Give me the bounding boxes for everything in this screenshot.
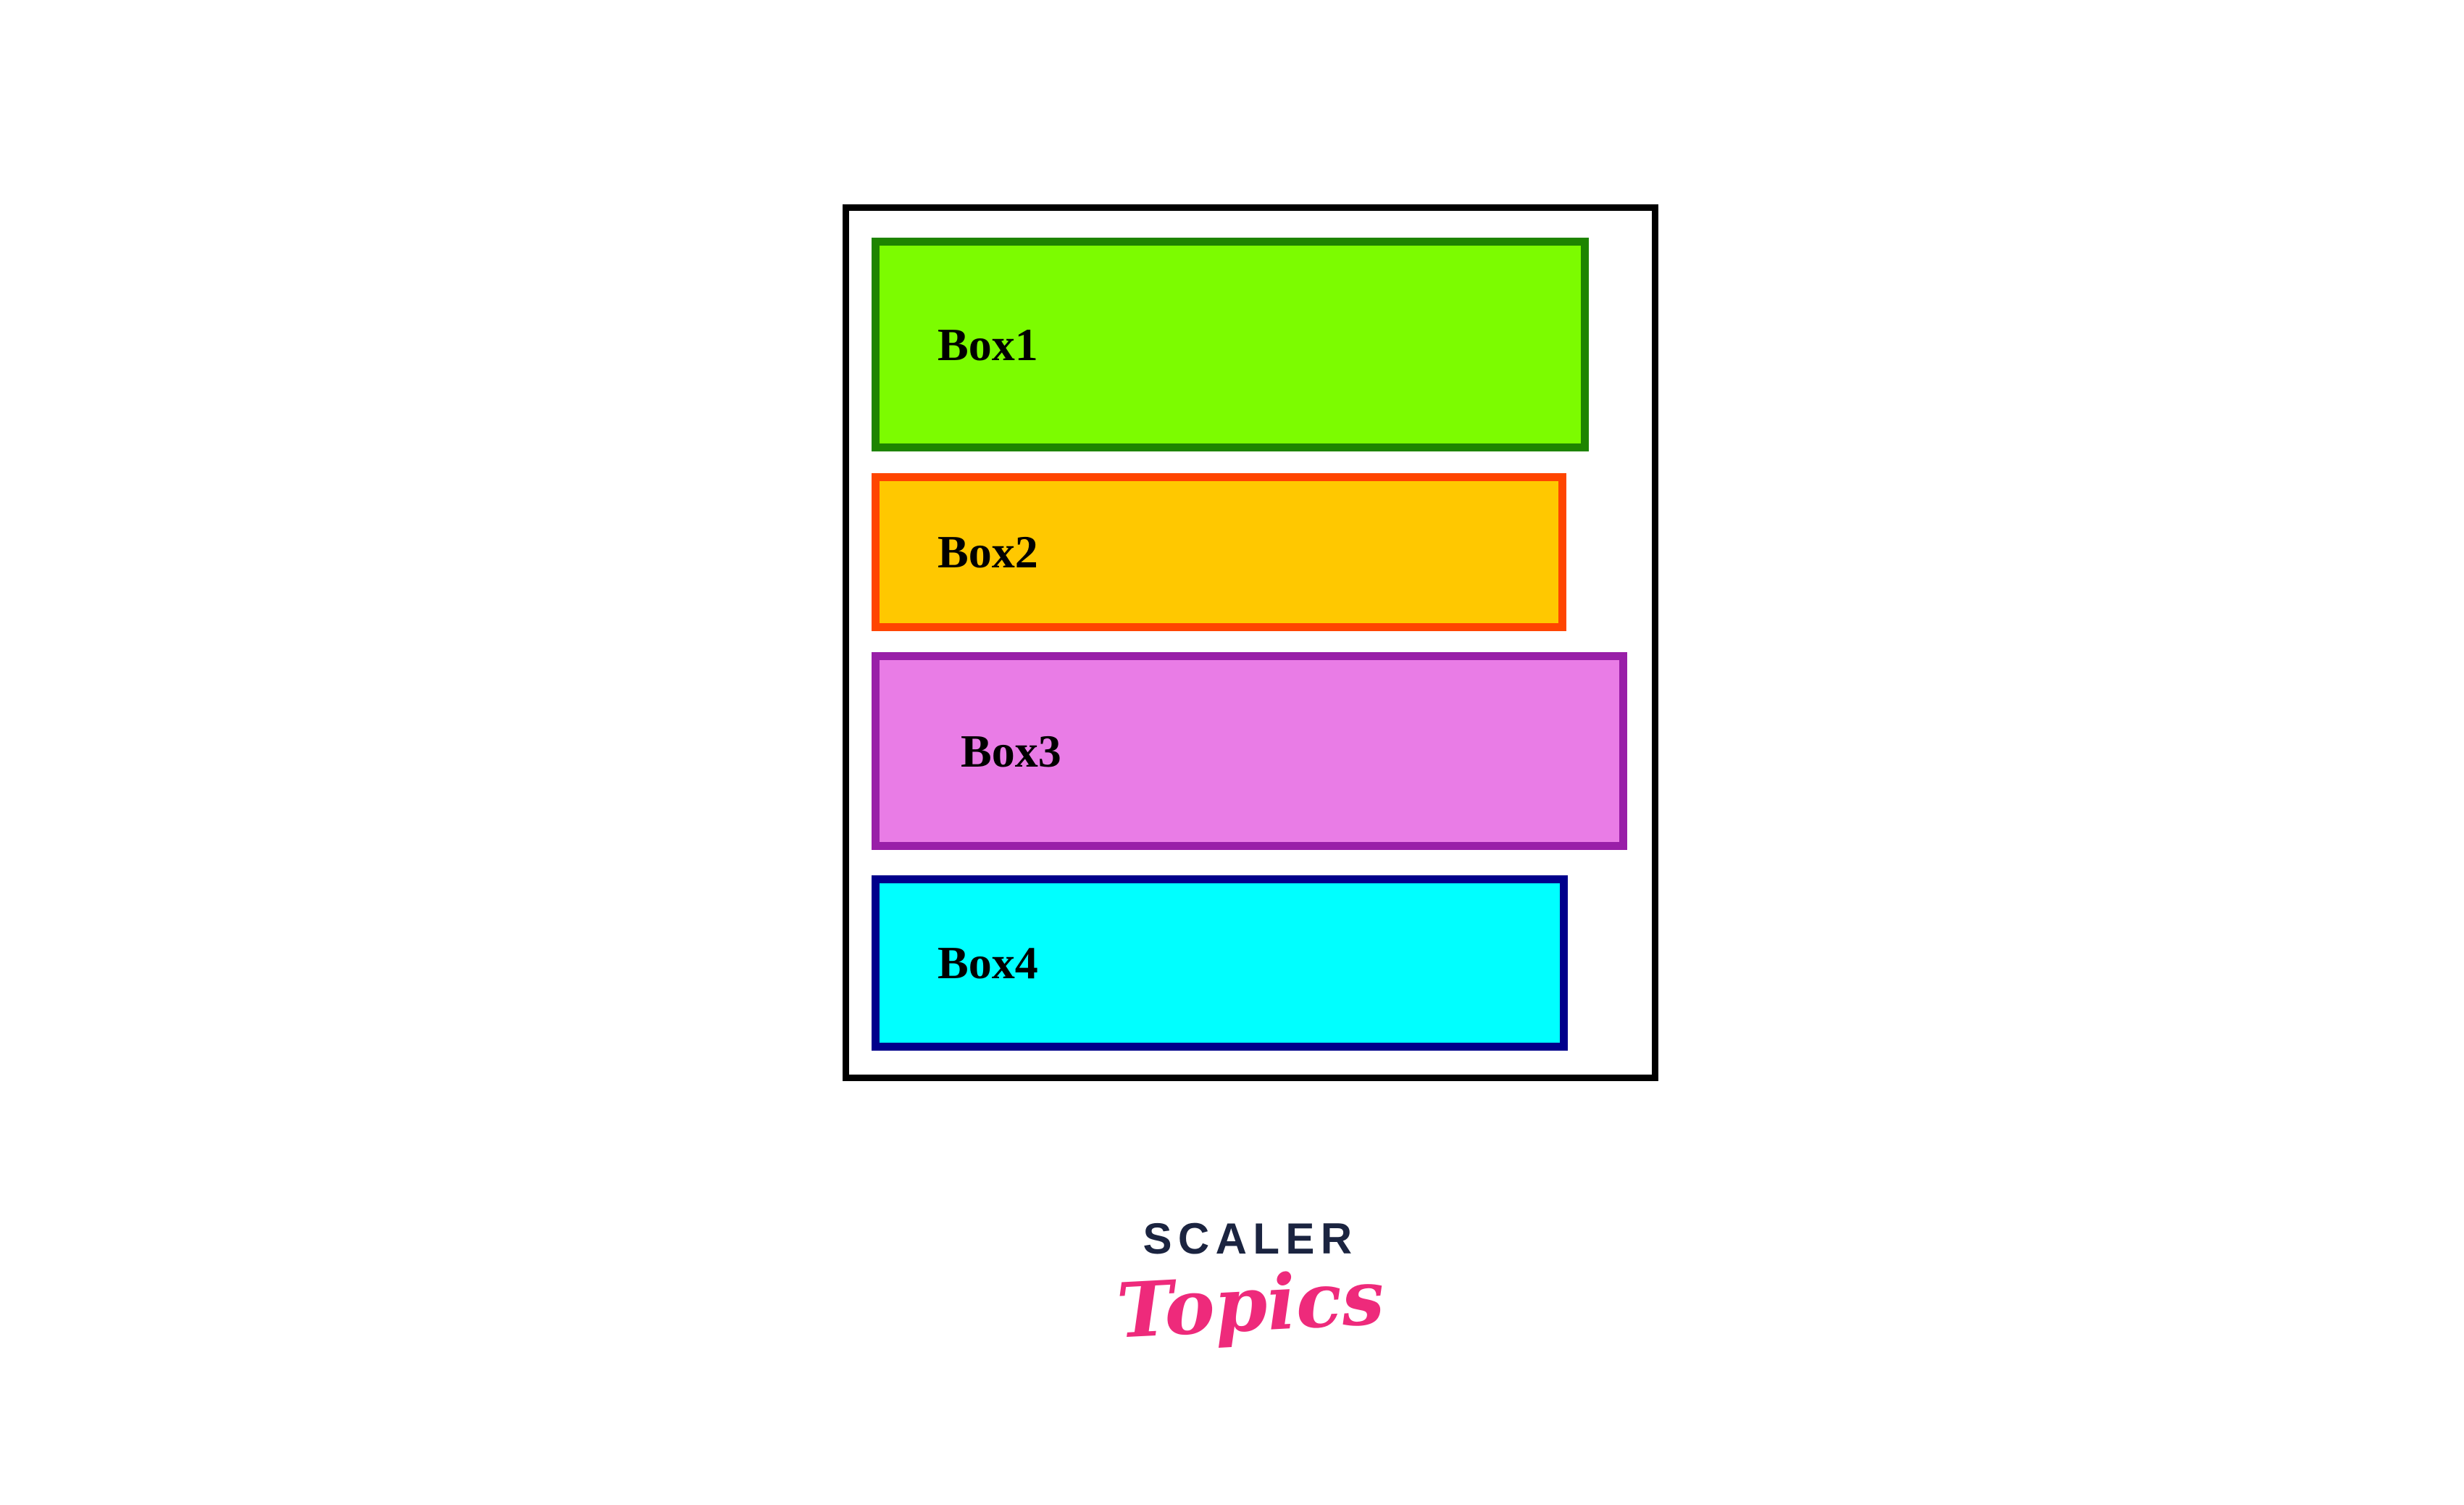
box1-label: Box1	[937, 318, 1038, 370]
flex-container-outline: Box1 Box2 Box3 Box4	[843, 204, 1658, 1081]
scaler-topics-logo: SCALER Topics	[997, 1214, 1504, 1356]
logo-sub-text: Topics	[1114, 1252, 1387, 1356]
box2-label: Box2	[937, 526, 1038, 578]
box4-label: Box4	[937, 937, 1038, 988]
box4: Box4	[872, 875, 1568, 1051]
box1: Box1	[872, 238, 1589, 451]
box3-label: Box3	[961, 725, 1061, 777]
box2: Box2	[872, 473, 1566, 631]
logo-brand-text: SCALER	[1143, 1214, 1358, 1263]
box3: Box3	[872, 652, 1627, 850]
